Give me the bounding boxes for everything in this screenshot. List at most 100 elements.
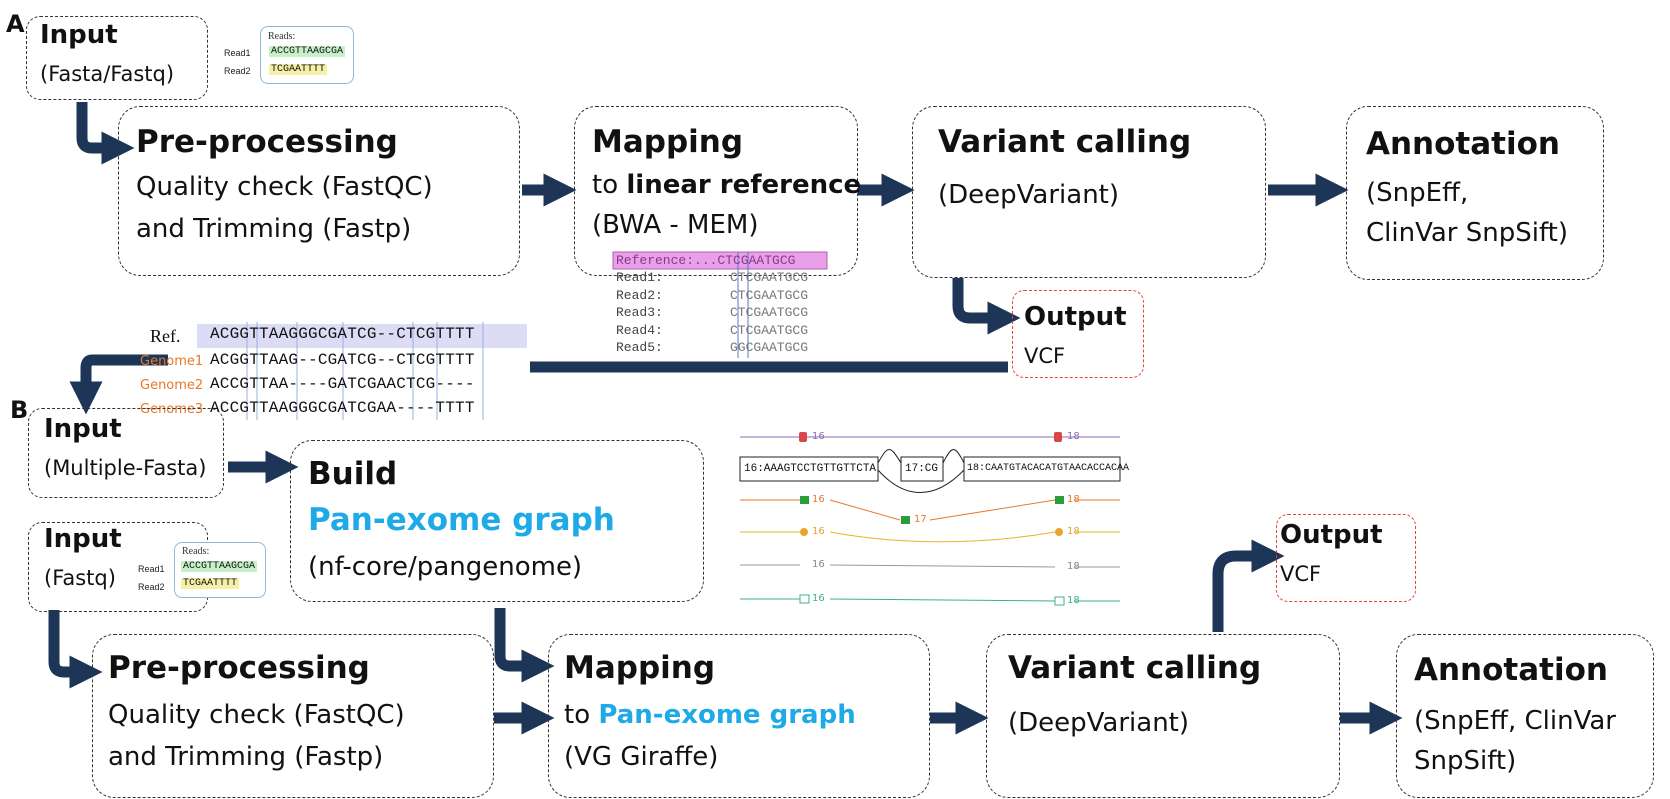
a-read2-seq: TCGAATTTT (269, 64, 328, 75)
b-preprocessing-title: Pre-processing (108, 650, 370, 686)
a-variant-box (912, 106, 1266, 278)
b-read2-seq: TCGAATTTT (181, 578, 240, 589)
b-graph-18-c: 18 (1067, 526, 1080, 537)
a-variant-title: Variant calling (938, 124, 1192, 160)
pangenome-graph-visual (739, 432, 1121, 606)
b-build-box (290, 440, 704, 602)
msa-genome-label: Genome2 (140, 378, 204, 393)
msa-genome-label: Genome3 (140, 402, 204, 417)
a-read1-seq: ACCGTTAAGCGA (269, 46, 346, 57)
arrow-b-fastq-pre (48, 610, 103, 689)
a-annotation-title: Annotation (1366, 126, 1560, 162)
b-variant-line1: (DeepVariant) (1008, 708, 1190, 738)
a-mapping-box (574, 106, 858, 276)
b-output-sub: VCF (1280, 562, 1322, 586)
b-input-fastq-sub: (Fastq) (44, 566, 116, 590)
msa-genome-label: Genome1 (140, 354, 204, 369)
b-input-fasta-box (28, 408, 224, 498)
b-mapping-title: Mapping (564, 650, 716, 686)
a-read2-label: Read2 (224, 66, 251, 76)
msa-ref-label: Ref. (150, 326, 181, 346)
b-input-fasta-sub: (Multiple-Fasta) (44, 456, 207, 480)
b-graph-18-d: 18 (1067, 561, 1080, 572)
arrow-b-build-map (494, 608, 555, 683)
arrow-b-var-out (1212, 539, 1285, 632)
b-read1-label: Read1 (138, 564, 165, 574)
b-graph-18-b: 18 (1067, 494, 1080, 505)
a-alignment-read-label: Read3: (616, 305, 663, 320)
b-graph-18-a: 18 (1067, 431, 1080, 442)
b-graph-16-c: 16 (812, 526, 825, 537)
a-mapping-line2: (BWA - MEM) (592, 210, 759, 240)
b-graph-16-e: 16 (812, 593, 825, 604)
panel-b-letter: B (10, 396, 29, 424)
a-output-box (1012, 290, 1144, 378)
a-input-box (26, 16, 208, 100)
arrow-a-input-pre (76, 102, 135, 165)
panel-a-letter: A (6, 10, 25, 38)
b-mapping-line2: (VG Giraffe) (564, 742, 719, 772)
b-input-fasta-title: Input (44, 414, 122, 444)
a-alignment-read-seq: CTCGAATGCG (730, 322, 809, 338)
b-mapping-emph: Pan-exome graph (598, 700, 856, 730)
a-alignment-read-seq: GGCGAATGCG (730, 340, 809, 355)
b-read1-seq: ACCGTTAAGCGA (181, 561, 258, 572)
b-graph-16-b: 16 (812, 494, 825, 505)
b-output-title: Output (1280, 520, 1383, 550)
b-graph-node-mid: 17:CG (905, 463, 939, 475)
msa-genome-seq: ACCGTTAA----GATCGAACTCG---- (210, 375, 475, 393)
a-alignment-reference: Reference:...CTCGAATGCG (616, 253, 796, 268)
a-alignment-read-seq: CTCGAATGCG (730, 270, 809, 285)
msa-genome-seq: ACCGTTAAGGGCGATCGAA----TTTT (210, 399, 475, 417)
msa-visual (197, 322, 527, 420)
a-alignment-read-label: Read4: (616, 322, 663, 338)
a-mapping-line1: to linear reference (592, 170, 861, 200)
b-graph-node-left: 16:AAAGTCCTGTTGTTCTA (744, 463, 877, 475)
b-graph-18-e: 18 (1067, 595, 1080, 606)
msa-ref-seq: ACGGTTAAGGGCGATCG--CTCGTTTT (210, 325, 475, 343)
b-preprocessing-line1: Quality check (FastQC) (108, 700, 405, 730)
a-variant-line1: (DeepVariant) (938, 180, 1120, 210)
a-mapping-emph: linear reference (626, 170, 862, 200)
a-preprocessing-line1: Quality check (FastQC) (136, 172, 433, 202)
b-preprocessing-box (92, 634, 494, 798)
b-mapping-box (548, 634, 930, 798)
a-mapping-title: Mapping (592, 124, 744, 160)
a-reads-title: Reads: (268, 31, 296, 42)
b-output-box (1276, 514, 1416, 602)
b-graph-17-b: 17 (914, 514, 927, 525)
a-output-sub: VCF (1024, 344, 1066, 368)
arrow-a-var-out (952, 278, 1021, 335)
b-preprocessing-line2: and Trimming (Fastp) (108, 742, 384, 772)
b-build-title: Build (308, 456, 398, 492)
b-reads-title: Reads: (182, 546, 210, 557)
b-graph-16-a: 16 (812, 431, 825, 442)
b-reads-box: Reads: ACCGTTAAGCGA TCGAATTTT (174, 542, 266, 598)
b-build-line2: (nf-core/pangenome) (308, 552, 583, 582)
a-read1-label: Read1 (224, 48, 251, 58)
b-read2-label: Read2 (138, 582, 165, 592)
a-annotation-line1: (SnpEff, (1366, 178, 1469, 208)
a-annotation-line2: ClinVar SnpSift) (1366, 218, 1568, 248)
a-mapping-prefix: to (592, 170, 627, 200)
a-alignment-read-label: Read1: (616, 270, 663, 285)
a-annotation-box (1346, 106, 1604, 280)
a-alignment-read-label: Read2: (616, 287, 663, 303)
arrow-b-down (69, 354, 168, 415)
a-preprocessing-box (118, 106, 520, 276)
b-build-line1: Pan-exome graph (308, 502, 615, 538)
alignment-visual (612, 251, 828, 358)
b-variant-box (986, 634, 1340, 798)
a-preprocessing-title: Pre-processing (136, 124, 398, 160)
b-annotation-line1: (SnpEff, ClinVar (1414, 706, 1616, 736)
a-input-sub: (Fasta/Fastq) (40, 62, 175, 86)
b-annotation-title: Annotation (1414, 652, 1608, 688)
msa-genome-seq: ACGGTTAAG--CGATCG--CTCGTTTT (210, 351, 475, 369)
b-input-fastq-title: Input (44, 524, 122, 554)
a-alignment-read-label: Read5: (616, 340, 663, 355)
b-annotation-line2: SnpSift) (1414, 746, 1517, 776)
a-preprocessing-line2: and Trimming (Fastp) (136, 214, 412, 244)
b-graph-16-d: 16 (812, 559, 825, 570)
b-mapping-line1: to Pan-exome graph (564, 700, 856, 730)
